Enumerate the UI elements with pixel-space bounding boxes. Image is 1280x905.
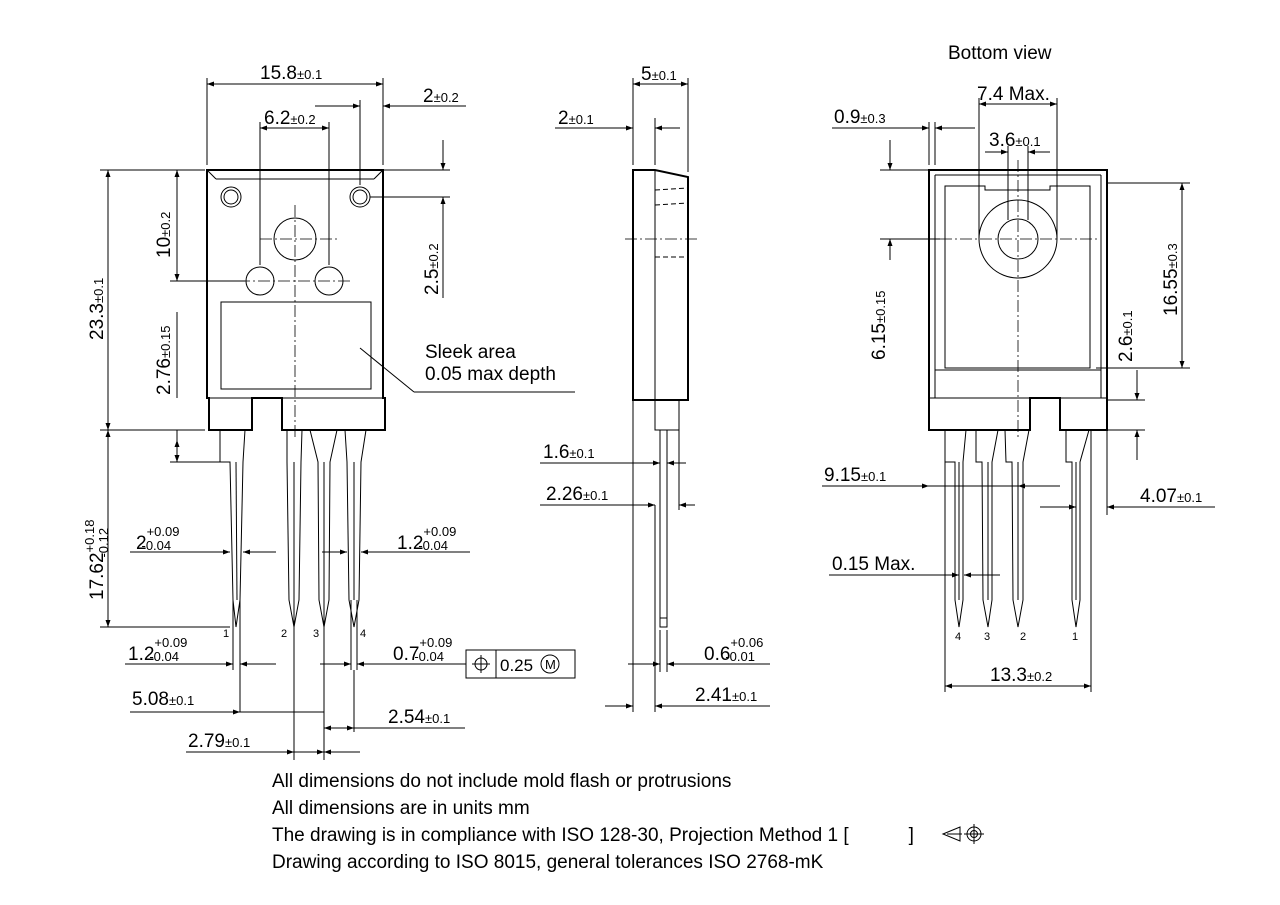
dim-5: 5±0.1 xyxy=(641,64,677,85)
tolerance-value: 0.25 xyxy=(500,656,533,675)
dim-10: 10±0.2 xyxy=(154,212,175,258)
dim-2-5: 2.5±0.2 xyxy=(422,243,443,295)
dim-17-62: 17.62+0.18-0.12 xyxy=(82,520,111,600)
position-tolerance-frame: 0.25 M xyxy=(465,649,576,679)
note-units: All dimensions are in units mm xyxy=(272,798,530,819)
bottom-view: Bottom view 4 3 2 1 7.4 Max. xyxy=(822,43,1215,692)
dim-2-lead: 2+0.09-0.04 xyxy=(136,524,179,554)
dim-1-2-lead: 1.2+0.09-0.04 xyxy=(397,524,456,554)
front-body-outline xyxy=(206,169,386,431)
front-view: 1 2 3 4 15.8±0.1 6.2±0.2 2±0.2 23.3±0.1 … xyxy=(82,63,576,760)
dim-2-side: 2±0.1 xyxy=(558,108,594,129)
dim-7-4-max: 7.4 Max. xyxy=(977,84,1050,105)
dim-13-3: 13.3±0.2 xyxy=(990,665,1052,686)
tolerance-modifier: M xyxy=(545,657,556,672)
dim-2-26: 2.26±0.1 xyxy=(546,484,608,505)
drawing-notes: All dimensions do not include mold flash… xyxy=(272,768,914,876)
heatsink-pad xyxy=(944,185,1091,369)
dim-0-7: 0.7+0.09-0.04 xyxy=(393,635,452,665)
dim-2-tab: 2±0.2 xyxy=(423,86,459,107)
note-projection: The drawing is in compliance with ISO 12… xyxy=(272,822,914,849)
dim-16-55: 16.55±0.3 xyxy=(1161,243,1182,316)
dim-0-15-max: 0.15 Max. xyxy=(832,554,915,575)
note-projection-text: The drawing is in compliance with ISO 12… xyxy=(272,825,849,846)
dim-23-3: 23.3±0.1 xyxy=(87,278,108,340)
dim-15-8: 15.8±0.1 xyxy=(260,63,322,84)
bottom-view-title: Bottom view xyxy=(948,43,1052,64)
dim-1-6: 1.6±0.1 xyxy=(543,442,595,463)
front-leads xyxy=(219,429,367,628)
side-lead xyxy=(659,430,668,628)
dim-2-76: 2.76±0.15 xyxy=(154,326,175,395)
note-iso-standard: Drawing according to ISO 8015, general t… xyxy=(272,852,824,873)
dim-3-6: 3.6±0.1 xyxy=(989,130,1041,151)
dim-6-15: 6.15±0.15 xyxy=(869,291,890,360)
side-view: 5±0.1 2±0.1 1.6±0.1 2.26±0.1 0.6+0.06-0.… xyxy=(540,64,770,712)
dim-9-15: 9.15±0.1 xyxy=(824,465,886,486)
side-lead-root xyxy=(654,399,680,431)
dim-1-2-bottom: 1.2+0.09-0.04 xyxy=(128,635,187,665)
tab-corner-hole-left xyxy=(220,186,242,208)
note-projection-close: ] xyxy=(908,825,914,846)
bottom-mounting-hole xyxy=(997,218,1039,260)
front-pin-label-2: 2 xyxy=(281,628,287,640)
front-pin-label-3: 3 xyxy=(313,628,319,640)
dim-5-08: 5.08±0.1 xyxy=(132,689,194,710)
dim-0-6: 0.6+0.06-0.01 xyxy=(704,635,763,665)
dim-6-2: 6.2±0.2 xyxy=(264,108,316,129)
bottom-pin-label-3: 3 xyxy=(984,631,990,643)
sleek-area-label: Sleek area xyxy=(425,342,516,363)
front-pin-label-1: 1 xyxy=(223,628,229,640)
projection-method-icon xyxy=(941,824,984,844)
note-mold-flash: All dimensions do not include mold flash… xyxy=(272,771,732,792)
dim-2-79: 2.79±0.1 xyxy=(188,731,250,752)
sleek-depth-label: 0.05 max depth xyxy=(425,364,556,385)
sleek-area xyxy=(220,301,372,390)
bottom-pin-label-1: 1 xyxy=(1072,631,1078,643)
dim-4-07: 4.07±0.1 xyxy=(1140,486,1202,507)
dim-2-6: 2.6±0.1 xyxy=(1116,310,1137,362)
dim-2-41: 2.41±0.1 xyxy=(695,685,757,706)
dim-2-54: 2.54±0.1 xyxy=(388,707,450,728)
bottom-pin-label-4: 4 xyxy=(955,631,961,643)
side-body-outline xyxy=(632,169,689,401)
front-pin-label-4: 4 xyxy=(360,628,366,640)
bottom-pin-label-2: 2 xyxy=(1020,631,1026,643)
bottom-leads xyxy=(944,429,1090,628)
dim-0-9: 0.9±0.3 xyxy=(834,107,886,128)
